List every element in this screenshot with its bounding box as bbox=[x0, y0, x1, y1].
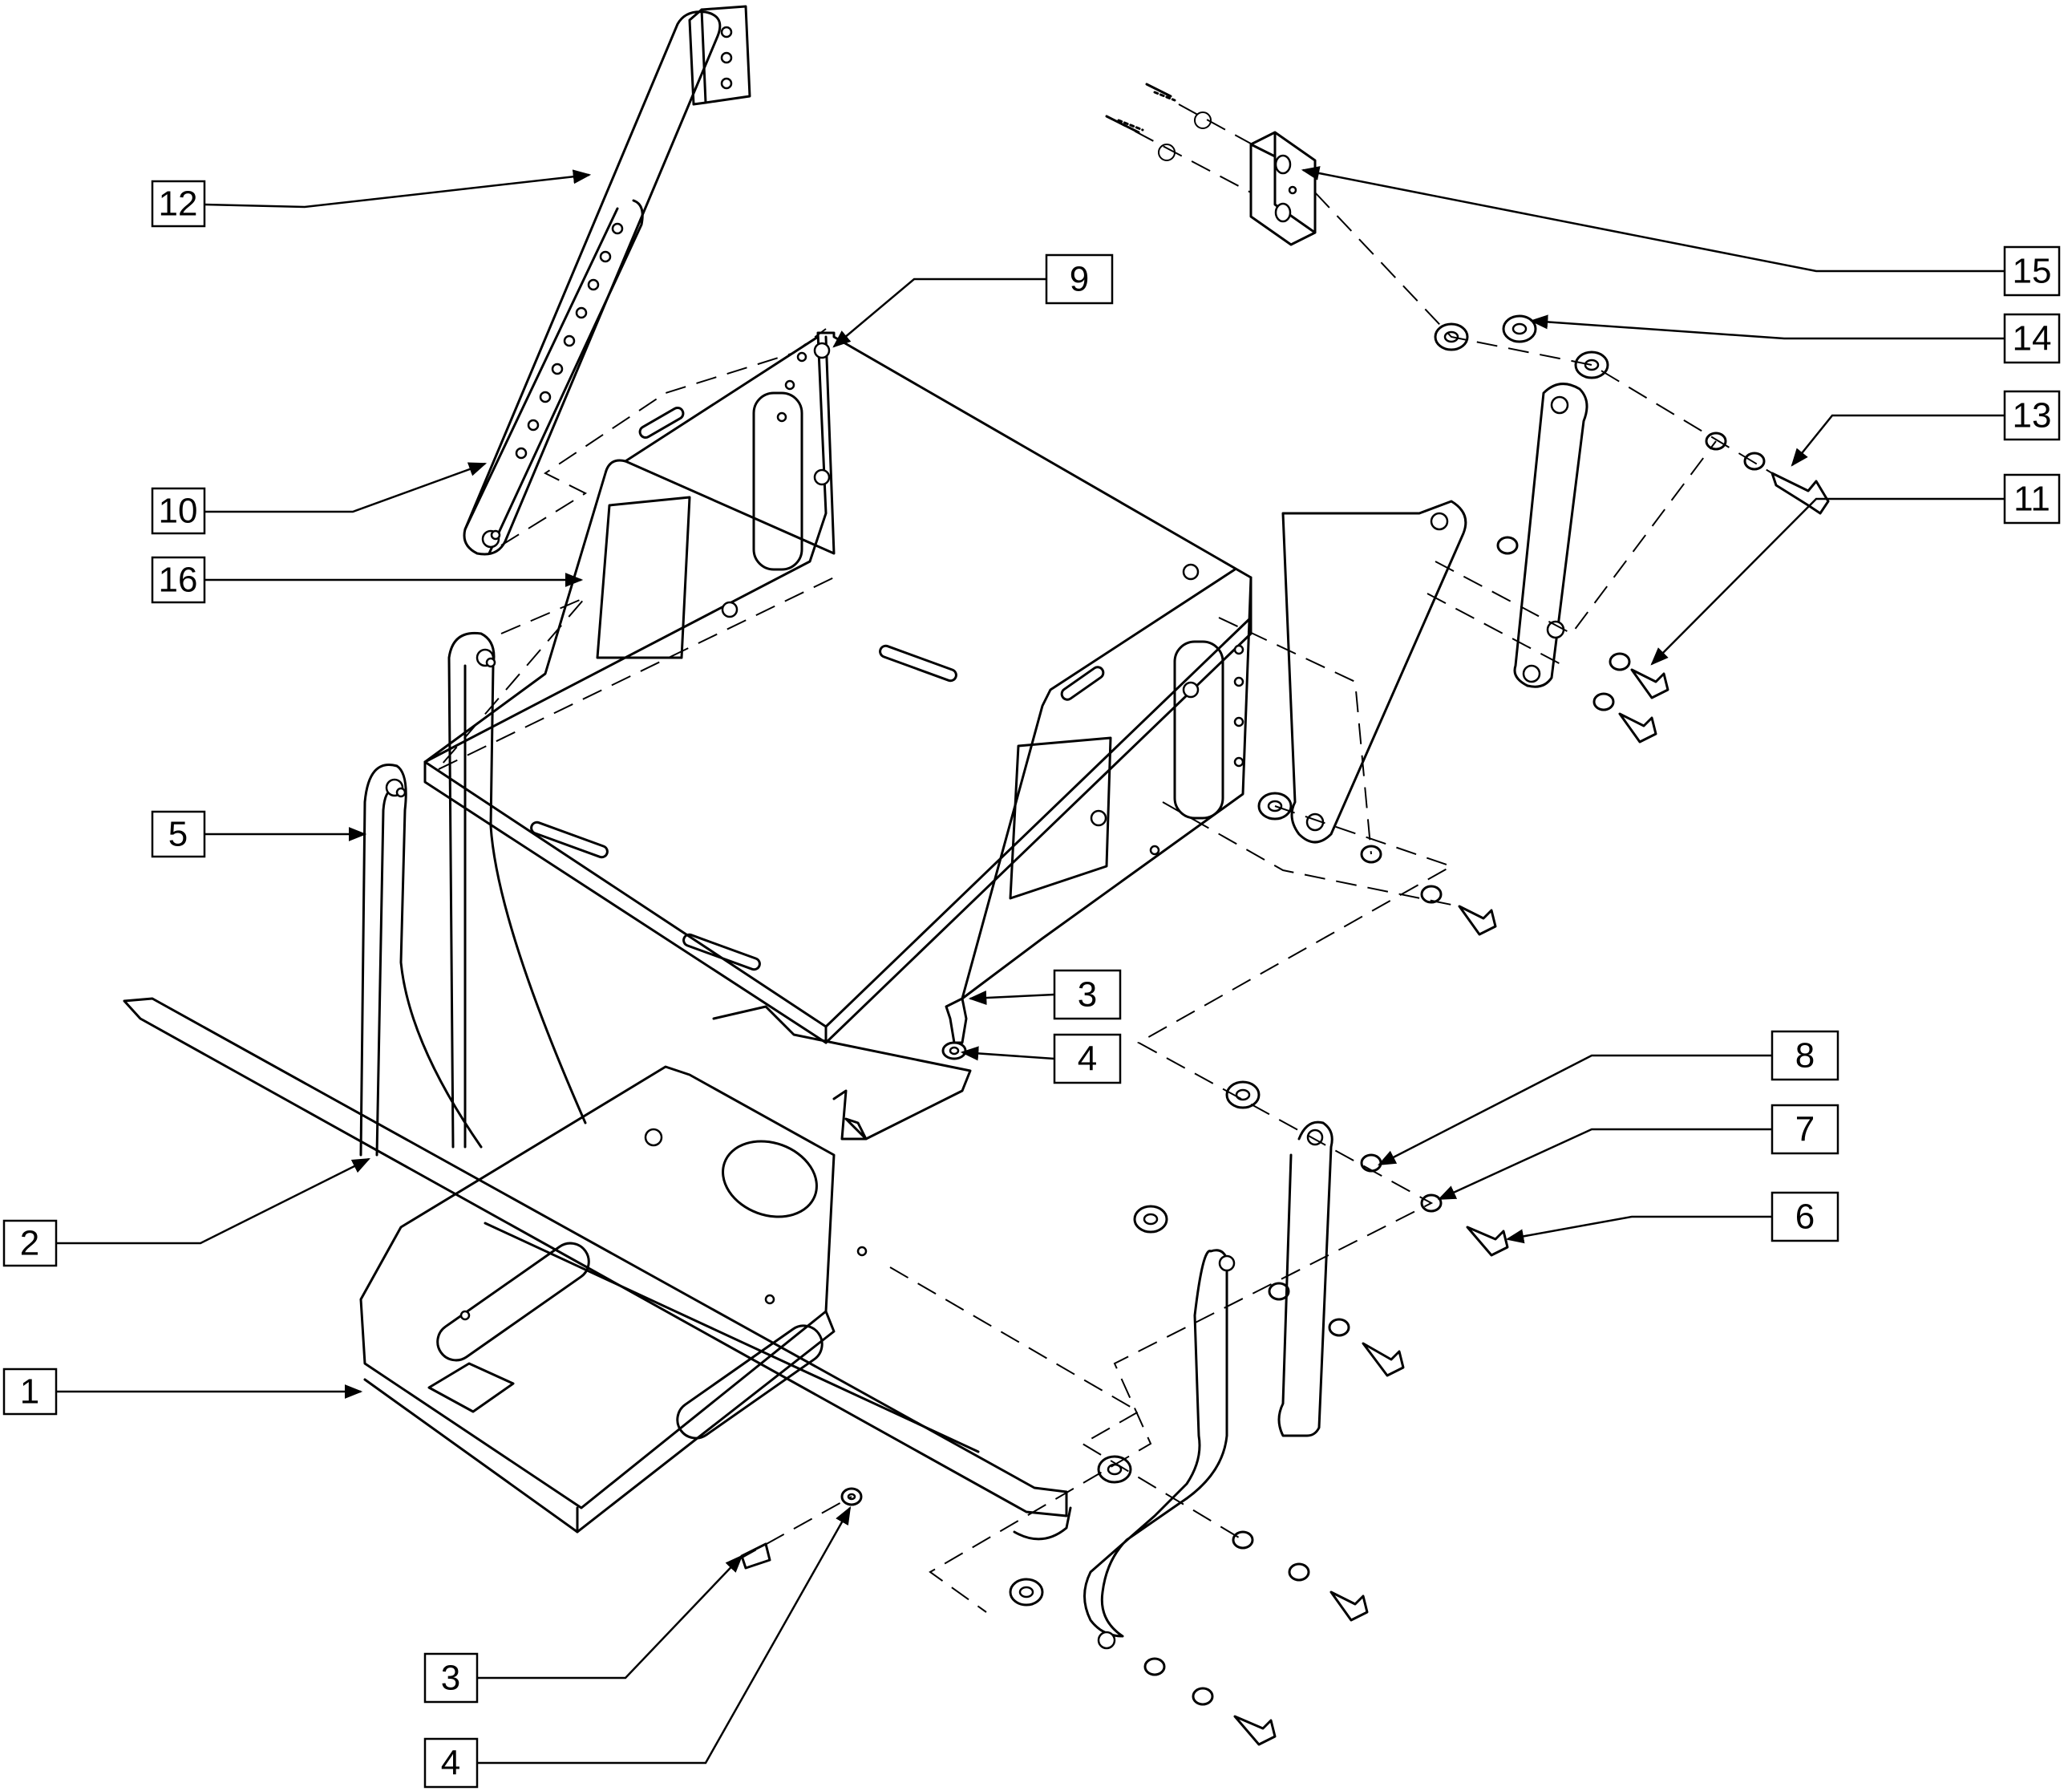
right-link-arms bbox=[1083, 383, 1588, 1650]
callout-8: 8 bbox=[1377, 1030, 1839, 1166]
base-frame bbox=[359, 1005, 972, 1534]
callout-label: 7 bbox=[1795, 1110, 1815, 1149]
callout-label: 11 bbox=[2013, 480, 2050, 519]
seat-frame bbox=[423, 331, 1253, 1044]
callout-14: 14 bbox=[1529, 313, 2061, 364]
upper-link-arm bbox=[463, 5, 751, 556]
callout-label: 3 bbox=[1078, 975, 1097, 1015]
callout-label: 10 bbox=[159, 492, 198, 531]
callout-3-upper: 3 bbox=[968, 969, 1122, 1020]
alignment-lines bbox=[436, 103, 1773, 1613]
hardware bbox=[740, 83, 1830, 1746]
left-link-arm bbox=[359, 631, 587, 1157]
callout-4-lower: 4 bbox=[423, 1506, 852, 1789]
callout-7: 7 bbox=[1437, 1104, 1839, 1201]
callout-label: 12 bbox=[159, 184, 198, 224]
callout-13: 13 bbox=[1791, 390, 2061, 467]
callout-4-upper: 4 bbox=[960, 1033, 1122, 1084]
part-drawings bbox=[123, 5, 1830, 1746]
callout-9: 9 bbox=[832, 253, 1114, 348]
callout-label: 3 bbox=[441, 1659, 460, 1698]
link-holes bbox=[515, 222, 624, 460]
callout-label: 15 bbox=[2013, 252, 2052, 291]
callout-label: 6 bbox=[1795, 1197, 1815, 1237]
callout-16: 16 bbox=[151, 556, 584, 604]
callout-2: 2 bbox=[2, 1157, 371, 1267]
callout-label: 8 bbox=[1795, 1036, 1815, 1076]
callout-label: 2 bbox=[20, 1224, 39, 1263]
callout-label: 1 bbox=[20, 1372, 39, 1412]
callout-12: 12 bbox=[151, 169, 592, 228]
callout-label: 13 bbox=[2013, 396, 2052, 436]
callout-6: 6 bbox=[1505, 1191, 1839, 1244]
callout-label: 4 bbox=[441, 1744, 460, 1783]
strap bbox=[123, 997, 1072, 1541]
callout-1: 1 bbox=[2, 1368, 363, 1416]
callout-5: 5 bbox=[151, 810, 367, 858]
callout-label: 14 bbox=[2013, 319, 2052, 359]
callout-11: 11 bbox=[1650, 473, 2061, 666]
callout-3-lower: 3 bbox=[423, 1554, 743, 1704]
callout-label: 9 bbox=[1070, 260, 1089, 299]
callout-label: 16 bbox=[159, 561, 198, 600]
callout-label: 5 bbox=[168, 815, 188, 854]
callout-15: 15 bbox=[1301, 166, 2061, 297]
callout-10: 10 bbox=[151, 462, 488, 535]
callout-label: 4 bbox=[1078, 1039, 1097, 1079]
